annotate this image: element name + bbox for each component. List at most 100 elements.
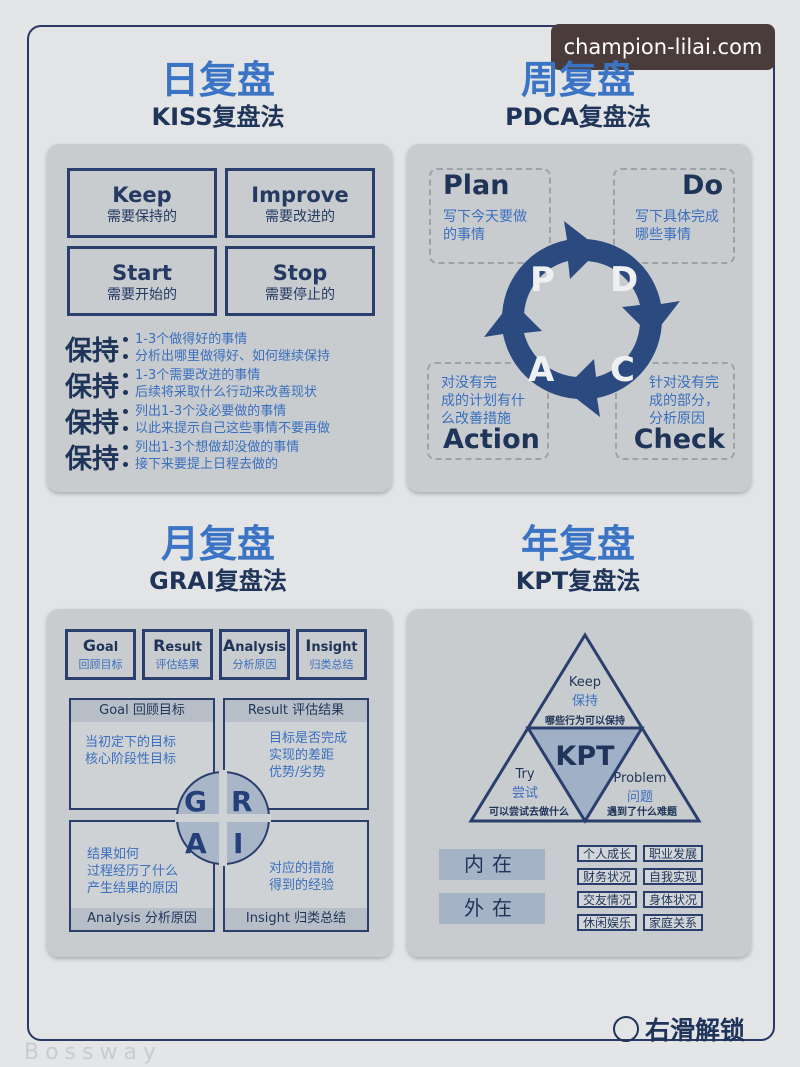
kiss-box-title: Improve (251, 183, 349, 207)
quadrant-header: Analysis 分析原因 (71, 908, 213, 930)
grai-box-title: Analysis (222, 637, 287, 657)
kpt-try-en: Try (515, 767, 535, 782)
svg-text:R: R (231, 785, 253, 818)
grai-insight-quadrant: 对应的措施 得到的经验 Insight 归类总结 (223, 820, 369, 932)
do-desc: 写下具体完成 哪些事情 (635, 208, 719, 244)
outer-label: 外在 (439, 893, 545, 924)
quadrant-line: 优势/劣势 (269, 765, 326, 780)
check-box (615, 362, 735, 460)
cycle-p-label: P (530, 260, 555, 300)
yearly-heading: 年复盘 KPT复盘法 (398, 522, 758, 596)
colon-icon (123, 445, 135, 467)
kiss-row-lines: 列出1-3个没必要做的事情 以此来提示自己这些事情不要再做 (135, 403, 330, 437)
kiss-box-title: Keep (112, 183, 172, 207)
action-line: 对没有完 (441, 375, 497, 391)
plan-title: Plan (443, 170, 510, 201)
grai-card: Goal 回顾目标 Result 评估结果 Analysis 分析原因 Insi… (47, 609, 392, 957)
kiss-row-key: 保持 (65, 407, 119, 439)
do-line: 写下具体完成 (635, 209, 719, 225)
check-line: 成的部分， (649, 393, 719, 409)
do-line: 哪些事情 (635, 227, 691, 243)
grai-box-desc: 评估结果 (155, 658, 200, 671)
quadrant-line: 目标是否完成 (269, 731, 348, 746)
kiss-row-line: 列出1-3个想做却没做的事情 (135, 440, 300, 455)
monthly-heading: 月复盘 GRAI复盘法 (38, 522, 398, 596)
kiss-stop-box: Stop 需要停止的 (225, 246, 375, 316)
grai-initial: G (82, 636, 96, 655)
kiss-row-key: 保持 (65, 443, 119, 475)
quadrant-line: 结果如何 (87, 847, 140, 862)
weekly-heading: 周复盘 PDCA复盘法 (398, 58, 758, 132)
action-title: Action (443, 424, 540, 455)
quadrant-line: 核心阶段性目标 (85, 752, 177, 767)
grai-initial: R (153, 636, 166, 655)
kiss-keep-box: Keep 需要保持的 (67, 168, 217, 238)
kpt-problem: Problem 问题 (605, 771, 675, 805)
kpt-problem-desc: 遇到了什么难题 (607, 807, 677, 818)
kiss-row-lines: 列出1-3个想做却没做的事情 接下来要提上日程去做的 (135, 439, 299, 473)
kiss-improve-box: Improve 需要改进的 (225, 168, 375, 238)
pdca-card: Plan 写下今天要做 的事情 Do 写下具体完成 哪些事情 对没有完 成的计划… (407, 144, 751, 492)
action-line: 么改善措施 (441, 411, 511, 427)
grai-box-desc: 分析原因 (232, 658, 277, 671)
tag-family: 家庭关系 (643, 914, 703, 931)
kiss-row: 保持 列出1-3个想做却没做的事情 接下来要提上日程去做的 (65, 438, 385, 475)
swipe-unlock[interactable]: 右滑解锁 (612, 1011, 745, 1047)
grai-top-row: Goal 回顾目标 Result 评估结果 Analysis 分析原因 Insi… (65, 629, 367, 680)
tag-personal-growth: 个人成长 (577, 845, 637, 862)
tag-social: 交友情况 (577, 891, 637, 908)
grai-insight-box: Insight 归类总结 (296, 629, 367, 680)
check-desc: 针对没有完 成的部分， 分析原因 (649, 374, 719, 428)
monthly-title: 月复盘 (160, 522, 275, 566)
brand-watermark: Bossway (24, 1040, 162, 1065)
grai-result-box: Result 评估结果 (142, 629, 213, 680)
colon-icon (123, 409, 135, 431)
kpt-keep-zh: 保持 (571, 694, 598, 709)
yearly-title: 年复盘 (520, 522, 635, 566)
check-title: Check (633, 424, 725, 455)
grai-goal-quadrant: Goal 回顾目标 当初定下的目标 核心阶段性目标 (69, 698, 215, 810)
kiss-list: 保持 1-3个做得好的事情 分析出哪里做得好、如何继续保持 保持 1-3个需要改… (65, 330, 385, 475)
tag-career: 职业发展 (643, 845, 703, 862)
kiss-row-line: 后续将采取什么行动来改善现状 (135, 385, 318, 400)
grai-box-desc: 归类总结 (309, 658, 354, 671)
daily-method: KISS复盘法 (151, 103, 285, 131)
kiss-grid: Keep 需要保持的 Improve 需要改进的 Start 需要开始的 Sto… (67, 168, 375, 316)
inner-label: 内在 (439, 849, 545, 880)
kiss-row-line: 1-3个做得好的事情 (135, 332, 248, 347)
cycle-a-label: A (528, 350, 555, 390)
colon-icon (123, 373, 135, 395)
watermark: champion-lilai.com (551, 24, 775, 70)
svg-text:G: G (184, 785, 207, 818)
grai-rest: oal (95, 640, 119, 655)
kiss-row-line: 分析出哪里做得好、如何继续保持 (135, 349, 331, 364)
daily-title: 日复盘 (160, 58, 275, 102)
kpt-try: Try 尝试 (505, 767, 545, 801)
quadrant-header: Result 评估结果 (225, 700, 367, 722)
cycle-c-label: C (610, 350, 635, 390)
grai-box-title: Insight (299, 637, 364, 657)
grai-box-title: Goal (68, 637, 133, 657)
grai-box-title: Result (145, 637, 210, 657)
grai-goal-box: Goal 回顾目标 (65, 629, 136, 680)
tag-finance: 财务状况 (577, 868, 637, 885)
kiss-box-desc: 需要开始的 (107, 287, 177, 303)
kpt-problem-zh: 问题 (626, 790, 653, 805)
swipe-unlock-label: 右滑解锁 (644, 1016, 745, 1045)
kpt-problem-en: Problem (613, 771, 667, 786)
kiss-box-desc: 需要停止的 (265, 287, 335, 303)
grai-initial: I (305, 636, 312, 655)
grai-center-circle-icon: G R A I (175, 770, 271, 866)
quadrant-text: 目标是否完成 实现的差距 优势/劣势 (269, 730, 347, 781)
kpt-triangle-icon (468, 632, 702, 824)
kiss-box-desc: 需要改进的 (265, 209, 335, 225)
quadrant-header: Insight 归类总结 (225, 908, 367, 930)
check-line: 分析原因 (649, 411, 705, 427)
do-title: Do (682, 170, 723, 201)
kiss-row: 保持 列出1-3个没必要做的事情 以此来提示自己这些事情不要再做 (65, 402, 385, 439)
kiss-row: 保持 1-3个做得好的事情 分析出哪里做得好、如何继续保持 (65, 330, 385, 367)
plan-box (429, 168, 551, 264)
kpt-try-desc: 可以尝试去做什么 (489, 807, 569, 818)
kpt-keep-desc: 哪些行为可以保持 (545, 716, 625, 727)
kiss-box-title: Start (112, 261, 172, 285)
